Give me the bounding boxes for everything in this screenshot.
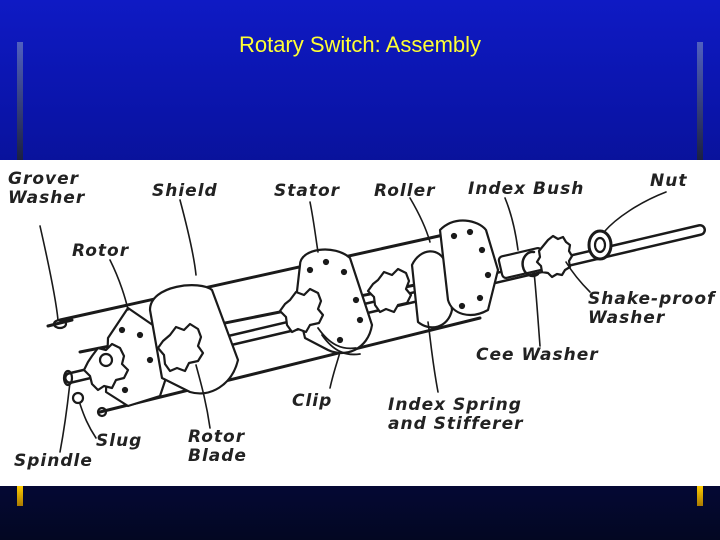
label-stator: Stator [274,181,341,201]
label-roller: Roller [374,181,436,201]
rotor-blade [156,322,205,373]
label-spindle: Spindle [14,451,93,471]
label-shake-line2: Washer [588,308,666,328]
label-index-line1: Index Spring [388,395,522,415]
slug-shape [71,391,85,405]
label-rotor-blade-line2: Blade [188,446,247,466]
shake-proof-washer-shape [535,234,574,279]
left-bottom-accent-bar [17,486,23,506]
roller-cam [366,267,413,314]
label-slug: Slug [96,431,143,451]
label-rotor: Rotor [72,241,130,261]
assembly-diagram: Grover Washer Shield Stator Roller Index… [0,160,720,486]
label-nut: Nut [650,171,688,191]
label-rotor-blade-line1: Rotor [188,427,246,447]
cee-washer-shape [521,250,540,278]
label-index-spring: Index Spring and Stifferer [388,396,523,434]
stator-contacts [278,287,325,334]
label-rotor-blade: Rotor Blade [188,428,247,466]
assembly-drawing [39,191,706,453]
label-shield: Shield [152,181,218,201]
index-plate [438,219,500,317]
left-accent-bar [17,42,23,162]
label-index-line2: and Stifferer [388,414,524,434]
stator-plate [294,248,374,355]
right-bottom-accent-bar [697,486,703,506]
label-grover-line1: Grover [8,169,80,189]
leader-lines [39,191,667,453]
label-shake-proof-washer: Shake-proof Washer [588,290,715,328]
right-accent-bar [697,42,703,162]
slide-title: Rotary Switch: Assembly [238,32,482,57]
tie-rod-top [58,226,477,322]
tie-rod-bottom [98,316,482,414]
label-index-bush: Index Bush [468,179,585,199]
index-spring [410,250,454,329]
label-grover-washer: Grover Washer [8,170,85,208]
spindle-end [62,369,74,387]
label-shake-line1: Shake-proof [588,289,716,309]
label-grover-line2: Washer [8,188,86,208]
label-cee-washer: Cee Washer [476,345,599,365]
nut-shape [587,229,613,261]
label-clip: Clip [292,391,333,411]
